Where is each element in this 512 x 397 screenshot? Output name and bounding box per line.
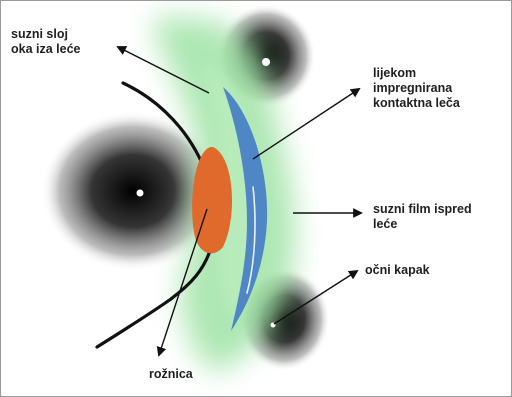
label-cornea-line1: rožnica: [149, 367, 193, 382]
label-medicated-contact-lens-line1: lijekom: [373, 66, 460, 81]
label-eyelid: očni kapak: [365, 263, 430, 278]
label-tear-layer-behind-lens-line2: oka iza leće: [11, 42, 81, 57]
label-tear-film-front-of-lens-line2: leće: [373, 217, 472, 232]
label-tear-layer-behind-lens-line1: suzni sloj: [11, 27, 81, 42]
eyeball-highlight-dot: [137, 190, 144, 197]
label-tear-film-front-of-lens: suzni film ispred leće: [373, 202, 472, 232]
label-eyelid-line1: očni kapak: [365, 263, 430, 278]
label-medicated-contact-lens: lijekom impregnirana kontaktna leča: [373, 66, 460, 111]
label-medicated-contact-lens-line3: kontaktna leča: [373, 96, 460, 111]
eyeball-outline-left: [97, 299, 171, 347]
upper-eyelid-highlight-dot: [262, 58, 270, 66]
label-medicated-contact-lens-line2: impregnirana: [373, 81, 460, 96]
label-tear-film-front-of-lens-line1: suzni film ispred: [373, 202, 472, 217]
label-tear-layer-behind-lens: suzni sloj oka iza leće: [11, 27, 81, 57]
label-cornea: rožnica: [149, 367, 193, 382]
